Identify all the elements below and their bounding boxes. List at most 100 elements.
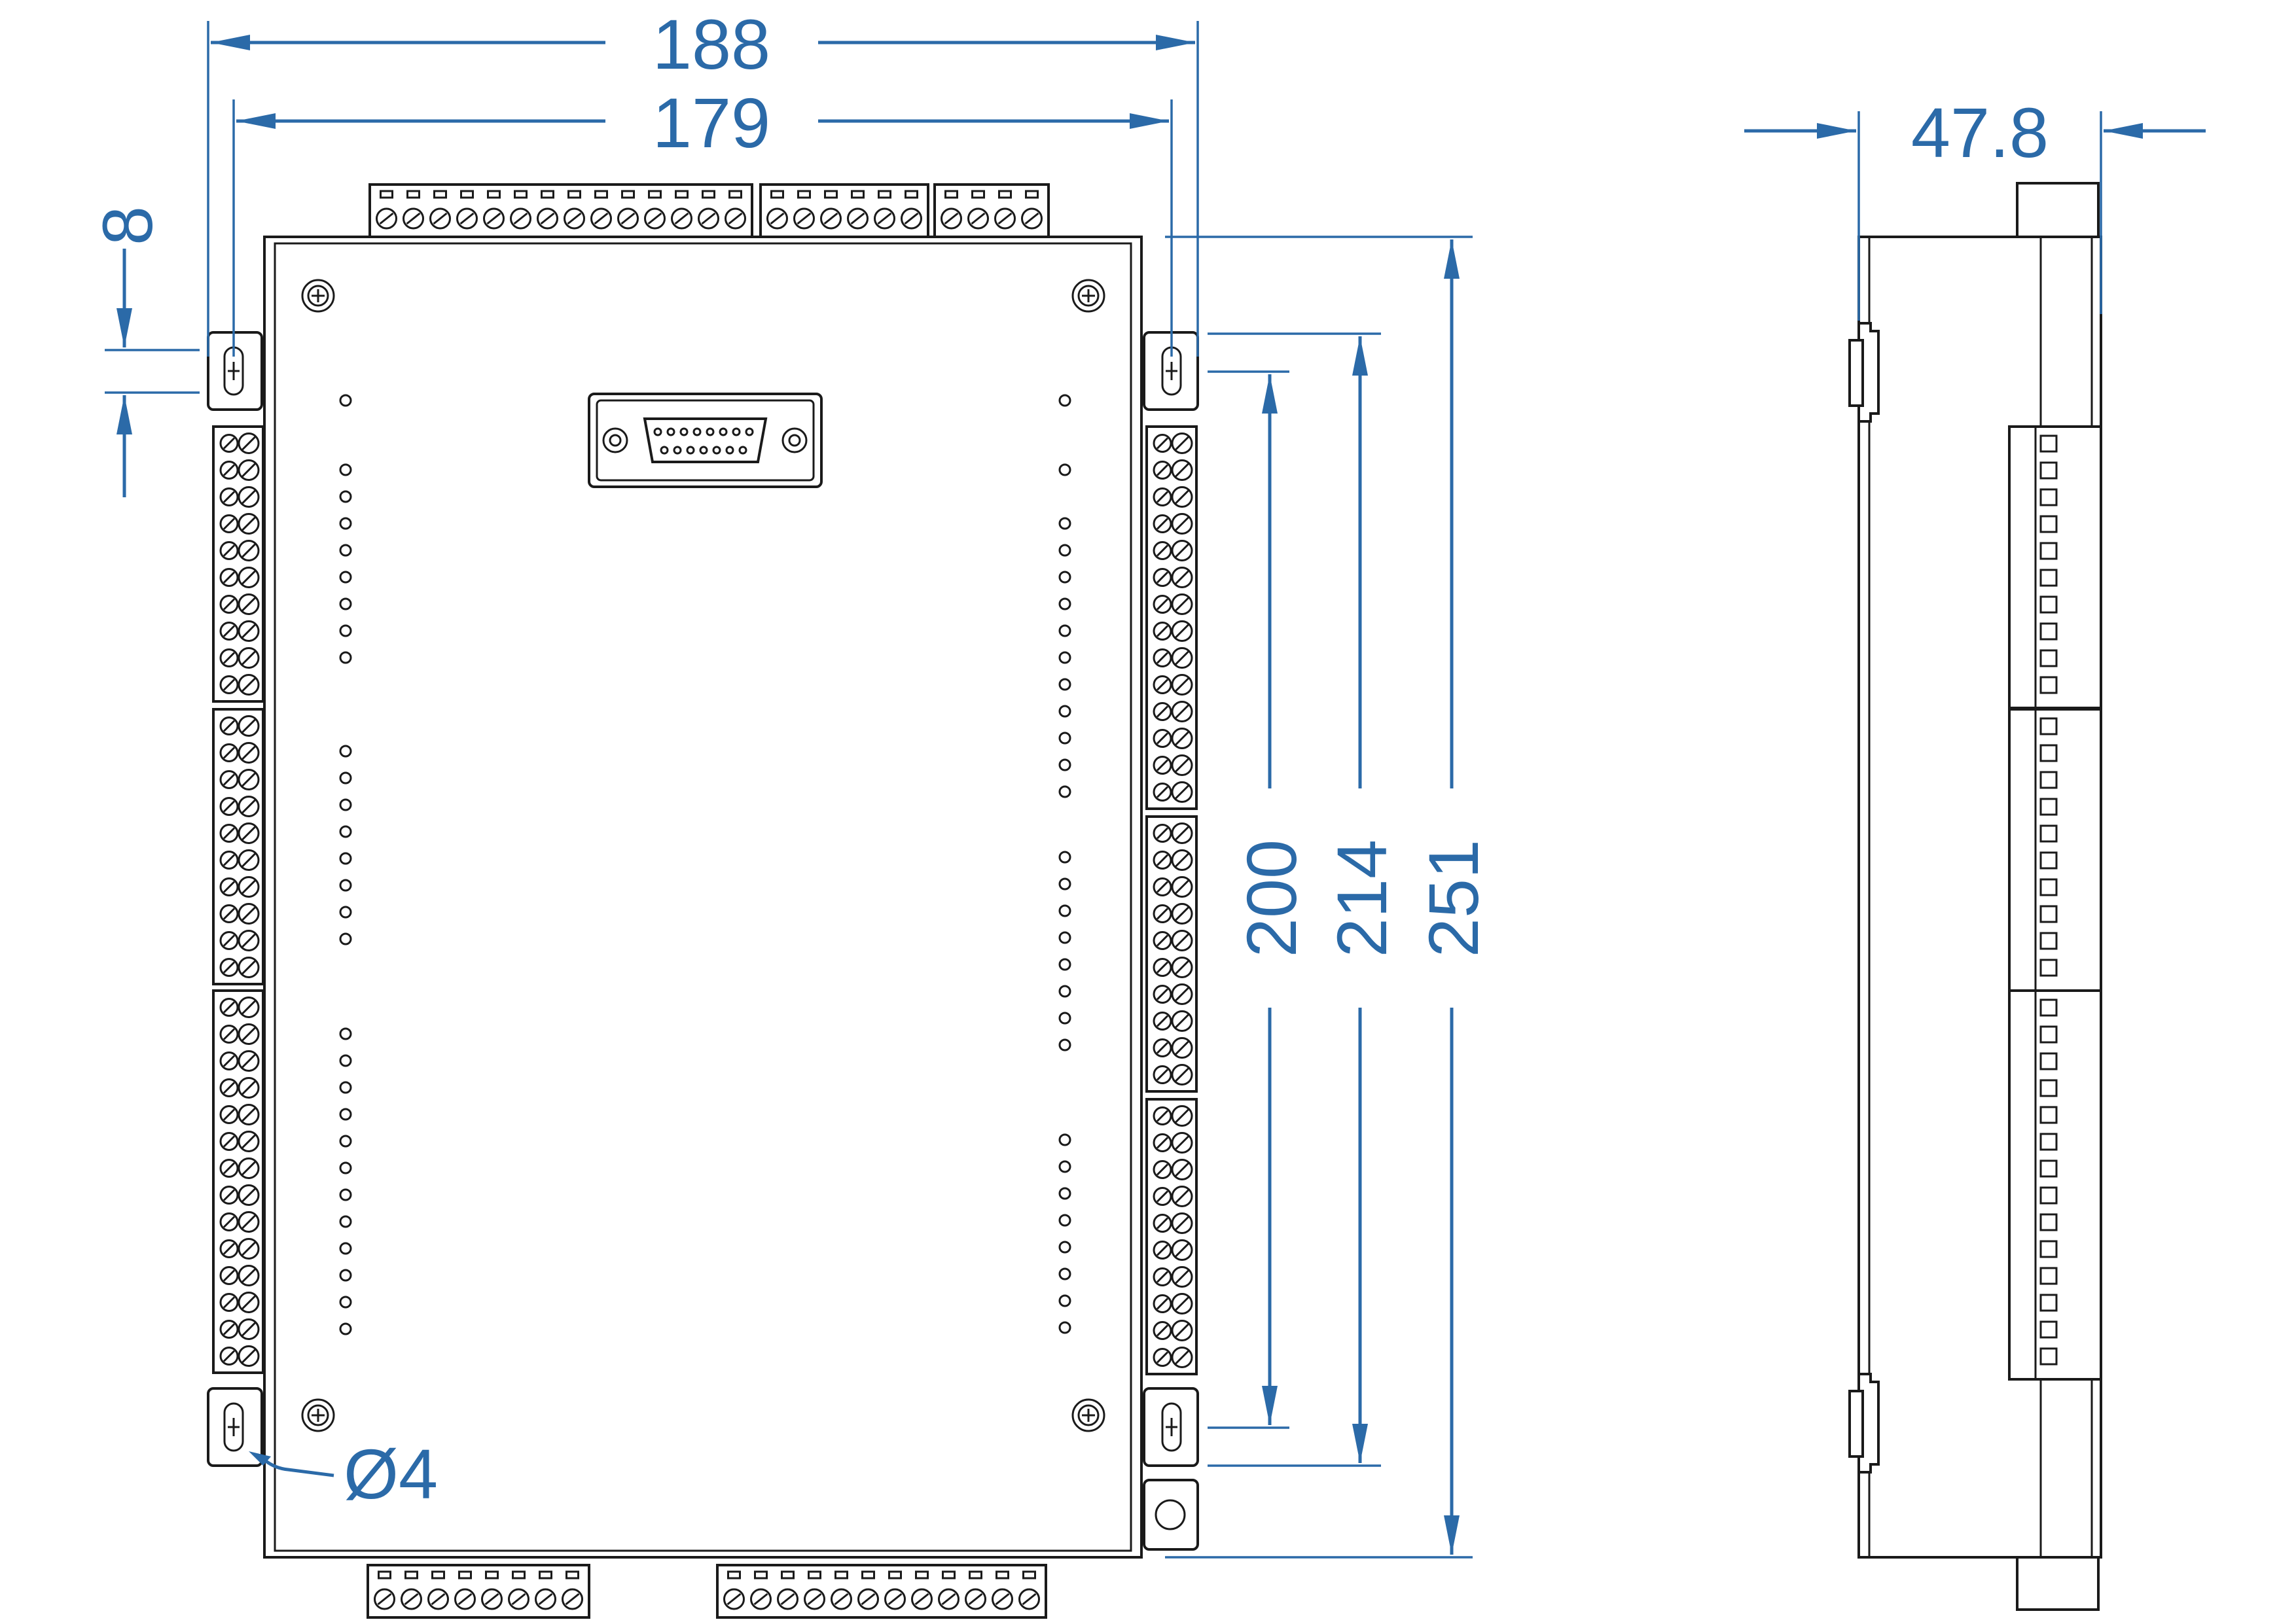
led-dot bbox=[339, 1135, 352, 1148]
dimensions: 188 179 8 47.8 200 214 251 Ø4 bbox=[88, 5, 2206, 1559]
led-dot bbox=[1058, 678, 1071, 691]
dim-depth: 47.8 bbox=[1911, 93, 2049, 172]
screw-terminal-icon bbox=[219, 1132, 239, 1151]
terminal-slot bbox=[2039, 771, 2058, 789]
led-dot bbox=[339, 517, 352, 530]
screw-terminal-icon bbox=[590, 207, 612, 230]
side-terminal-block bbox=[2008, 425, 2102, 709]
terminal-slot bbox=[2039, 461, 2058, 480]
screw-terminal-icon bbox=[1153, 514, 1172, 533]
screw-terminal-icon bbox=[238, 796, 260, 817]
led-dot bbox=[1058, 651, 1071, 664]
screw-terminal-icon bbox=[219, 1025, 239, 1044]
screw-terminal-icon bbox=[965, 1588, 986, 1610]
screw-terminal-icon bbox=[238, 1131, 260, 1152]
led-dot bbox=[1058, 904, 1071, 917]
dim-hole-offset: 8 bbox=[88, 206, 167, 245]
led-dot bbox=[339, 651, 352, 664]
screw-terminal-icon bbox=[454, 1588, 476, 1610]
led-dot bbox=[1058, 851, 1071, 864]
screw-terminal-icon bbox=[238, 1023, 260, 1045]
screw-terminal-icon bbox=[1153, 1065, 1172, 1084]
led-dot bbox=[339, 798, 352, 811]
bottom-terminal-block-1 bbox=[367, 1564, 590, 1619]
screw-terminal-icon bbox=[1171, 1186, 1193, 1207]
screw-terminal-icon bbox=[1171, 432, 1193, 454]
screw-terminal-icon bbox=[238, 1211, 260, 1233]
screw-terminal-icon bbox=[219, 1239, 239, 1258]
terminal-slot bbox=[2039, 824, 2058, 843]
screw-terminal-icon bbox=[238, 715, 260, 737]
screw-terminal-icon bbox=[219, 1159, 239, 1178]
led-dot bbox=[339, 490, 352, 503]
screw-terminal-icon bbox=[793, 207, 815, 230]
screw-terminal-icon bbox=[1153, 622, 1172, 641]
screw-terminal-icon bbox=[884, 1588, 906, 1610]
top-terminal-block-2 bbox=[759, 183, 929, 238]
screw-terminal-icon bbox=[374, 1588, 395, 1610]
led-dot bbox=[339, 1322, 352, 1335]
terminal-slot bbox=[2039, 851, 2058, 870]
led-dot bbox=[1058, 517, 1071, 530]
screw-terminal-icon bbox=[219, 958, 239, 977]
dim-overall-height: 251 bbox=[1414, 839, 1493, 957]
screw-terminal-icon bbox=[1153, 541, 1172, 560]
led-dot bbox=[1058, 785, 1071, 798]
screw-terminal-icon bbox=[820, 207, 842, 230]
led-dot bbox=[1058, 931, 1071, 944]
screw-terminal-icon bbox=[238, 1104, 260, 1125]
led-dot bbox=[339, 544, 352, 557]
terminal-slot bbox=[2039, 1186, 2058, 1205]
terminal-slot bbox=[2039, 878, 2058, 896]
screw-terminal-icon bbox=[1153, 1214, 1172, 1233]
led-dot bbox=[1058, 597, 1071, 610]
screw-terminal-icon bbox=[510, 207, 531, 230]
screw-terminal-icon bbox=[238, 849, 260, 871]
terminal-blocks bbox=[212, 183, 1198, 1619]
screw-terminal-icon bbox=[238, 769, 260, 790]
screw-terminal-icon bbox=[219, 797, 239, 816]
screw-terminal-icon bbox=[1171, 459, 1193, 481]
screw-terminal-icon bbox=[483, 207, 505, 230]
screw-terminal-icon bbox=[238, 593, 260, 615]
screw-terminal-icon bbox=[1171, 1132, 1193, 1154]
screw-terminal-icon bbox=[1153, 904, 1172, 923]
led-dot bbox=[339, 463, 352, 476]
screw-terminal-icon bbox=[1171, 1159, 1193, 1180]
screw-terminal-icon bbox=[1171, 728, 1193, 749]
screw-terminal-icon bbox=[1153, 824, 1172, 843]
led-dot bbox=[339, 825, 352, 838]
screw-icon bbox=[1071, 279, 1105, 313]
terminal-slot bbox=[2039, 1025, 2058, 1044]
led-dot bbox=[1058, 1294, 1071, 1307]
front-view bbox=[207, 183, 1199, 1619]
screw-terminal-icon bbox=[1171, 983, 1193, 1005]
terminal-slot bbox=[2039, 676, 2058, 694]
led-dot bbox=[339, 879, 352, 892]
screw-terminal-icon bbox=[1153, 931, 1172, 950]
screw-terminal-icon bbox=[219, 770, 239, 789]
led-dot bbox=[1058, 1012, 1071, 1025]
screw-terminal-icon bbox=[1171, 1064, 1193, 1086]
led-dot bbox=[1058, 1214, 1071, 1227]
ground-tab bbox=[1143, 1479, 1199, 1551]
screw-terminal-icon bbox=[427, 1588, 449, 1610]
screw-terminal-icon bbox=[1171, 1037, 1193, 1059]
screw-terminal-icon bbox=[219, 743, 239, 762]
led-dot bbox=[339, 1269, 352, 1282]
screw-terminal-icon bbox=[238, 1292, 260, 1313]
terminal-slot bbox=[2039, 905, 2058, 923]
top-terminal-block-1 bbox=[368, 183, 753, 238]
screw-terminal-icon bbox=[1153, 434, 1172, 453]
led-dot bbox=[1058, 877, 1071, 891]
led-dot bbox=[1058, 1267, 1071, 1280]
terminal-slot bbox=[2039, 1240, 2058, 1258]
screw-terminal-icon bbox=[901, 207, 922, 230]
led-dot bbox=[339, 771, 352, 785]
screw-terminal-icon bbox=[938, 1588, 960, 1610]
screw-terminal-icon bbox=[219, 541, 239, 560]
screw-terminal-icon bbox=[1153, 675, 1172, 694]
screw-terminal-icon bbox=[219, 648, 239, 667]
side-top-terminal bbox=[2016, 182, 2100, 238]
led-dot bbox=[339, 1188, 352, 1201]
